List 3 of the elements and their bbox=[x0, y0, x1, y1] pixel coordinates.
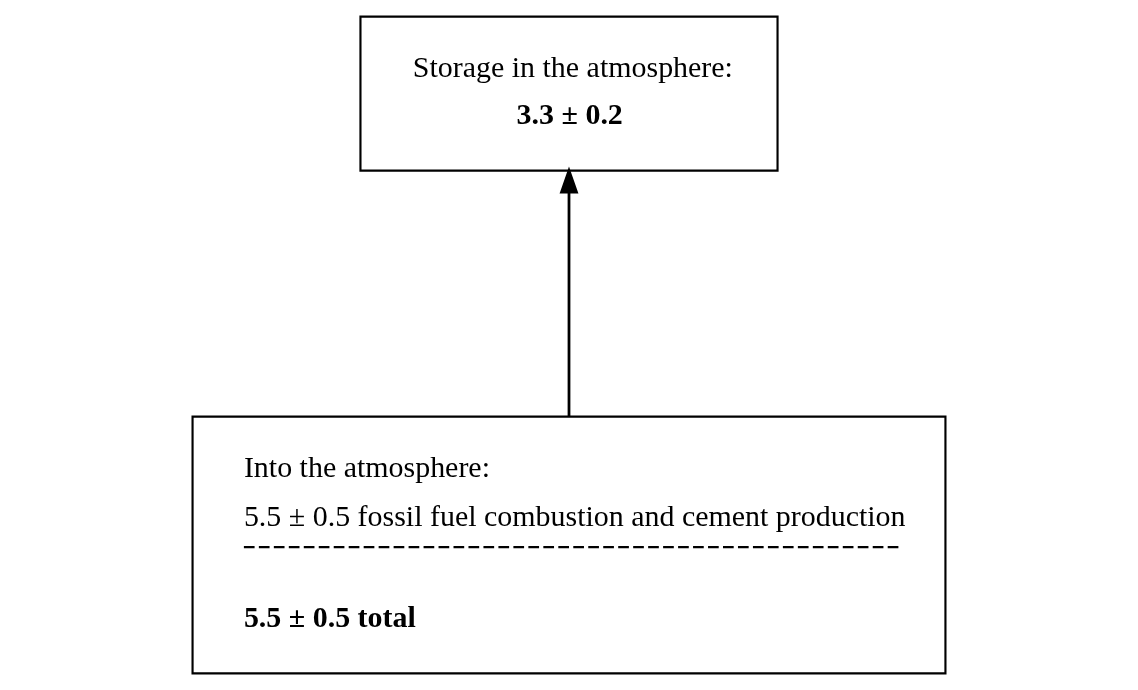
arrow bbox=[559, 166, 579, 417]
node-box: Into the atmosphere: 5.5 ± 0.5 fossil fuel combustion and cement production 5.5 ± 0.5 total bbox=[191, 415, 947, 675]
node-box: Storage in the atmosphere: 3.3 ± 0.2 bbox=[359, 15, 779, 172]
